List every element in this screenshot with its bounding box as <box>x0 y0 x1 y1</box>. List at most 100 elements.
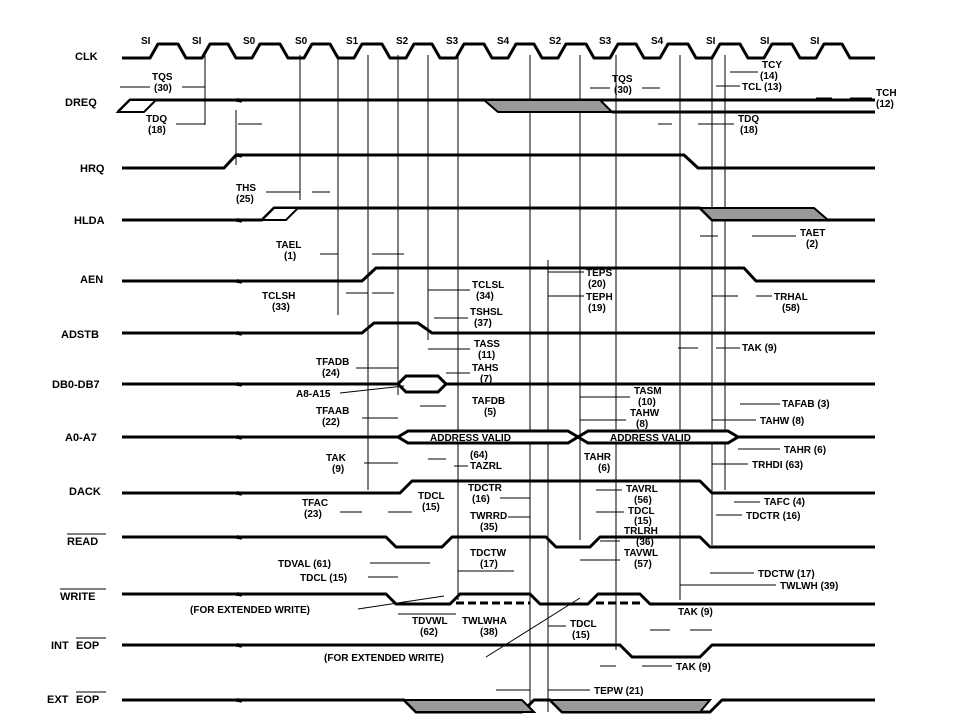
label-tqs2-n: (30) <box>614 85 632 96</box>
label-tepw: TEPW (21) <box>594 686 643 697</box>
label-tdval: TDVAL (61) <box>278 559 331 570</box>
state-label: S2 <box>549 36 562 47</box>
label-tavrl: TAVRL <box>626 484 658 495</box>
label-tshsl: TSHSL <box>470 307 503 318</box>
signal-label-dack: DACK <box>69 486 101 498</box>
dack-waveform <box>122 479 875 495</box>
label-tdq2: TDQ <box>738 114 759 125</box>
signal-label-ext-eop: EOP <box>76 694 99 706</box>
break-mark: ≈ <box>236 150 242 162</box>
break-mark: ≈ <box>236 695 242 707</box>
label-tdcl4: TDCL <box>570 619 597 630</box>
label-tass-n: (11) <box>478 350 495 361</box>
label-tdcl2: TDCL <box>628 506 655 517</box>
label-n64: (64) <box>470 450 488 461</box>
label-tdctr2: TDCTR (16) <box>746 511 800 522</box>
state-label: SI <box>810 36 820 47</box>
break-mark: ≈ <box>236 215 242 227</box>
label-tahs-n: (7) <box>480 374 492 385</box>
label-tfaab-n: (22) <box>322 417 340 428</box>
label-tcy: TCY <box>762 60 782 71</box>
label-tafc: TAFC (4) <box>764 497 805 508</box>
label-ext-write-2: (FOR EXTENDED WRITE) <box>324 653 444 664</box>
label-trlrh-n: (36) <box>636 537 654 548</box>
label-twrrd-n: (35) <box>480 522 498 533</box>
label-tahw2: TAHW (8) <box>760 416 804 427</box>
label-tclsl-n: (34) <box>476 291 494 302</box>
label-ths: THS <box>236 183 256 194</box>
state-labels: SI SI S0 S0 S1 S2 S3 S4 S2 S3 S4 SI SI S… <box>141 36 820 47</box>
state-label: S3 <box>599 36 612 47</box>
label-tfadb: TFADB <box>316 357 349 368</box>
signal-label-read: READ <box>67 536 98 548</box>
state-label: S0 <box>243 36 256 47</box>
label-tahr1: TAHR <box>584 452 612 463</box>
label-tclsh-n: (33) <box>272 302 290 313</box>
label-tafab: TAFAB (3) <box>782 399 830 410</box>
label-tdq1: TDQ <box>146 114 167 125</box>
state-label: S4 <box>651 36 664 47</box>
break-mark: ≈ <box>236 488 242 500</box>
label-tclsl: TCLSL <box>472 280 504 291</box>
label-tasm-n: (10) <box>638 397 656 408</box>
label-tafdb-n: (5) <box>484 407 496 418</box>
label-tak1: TAK (9) <box>742 343 777 354</box>
signal-label-adstb: ADSTB <box>61 329 99 341</box>
aen-waveform <box>122 266 875 283</box>
signal-names: CLK DREQ HRQ HLDA AEN ADSTB DB0-DB7 A0-A… <box>47 51 106 706</box>
label-trlrh: TRLRH <box>624 526 658 537</box>
label-tqs1-n: (30) <box>154 83 172 94</box>
label-tak2: TAK <box>326 453 347 464</box>
label-tavwl-n: (57) <box>634 559 652 570</box>
write-waveform <box>122 592 875 606</box>
label-a8a15: A8-A15 <box>296 389 331 400</box>
ext-eop-shaded-1 <box>401 699 537 713</box>
label-tdcl1: TDCL <box>418 491 445 502</box>
label-tahr2: TAHR (6) <box>784 445 826 456</box>
clk-waveform <box>122 42 875 60</box>
label-tdctr1: TDCTR <box>468 483 503 494</box>
label-taet-n: (2) <box>806 239 818 250</box>
hlda-transition <box>259 207 301 221</box>
state-label: SI <box>706 36 716 47</box>
signal-label-db: DB0-DB7 <box>52 379 100 391</box>
label-tass: TASS <box>474 339 500 350</box>
label-tdcl4-n: (15) <box>572 630 590 641</box>
label-tahw1-n: (8) <box>636 419 648 430</box>
label-tahs: TAHS <box>472 363 499 374</box>
label-twlwh: TWLWH (39) <box>780 581 838 592</box>
state-label: SI <box>192 36 202 47</box>
break-mark: ≈ <box>236 532 242 544</box>
label-tdcl3: TDCL (15) <box>300 573 347 584</box>
label-tfac-n: (23) <box>304 509 322 520</box>
label-tak4: TAK (9) <box>676 662 711 673</box>
hrq-waveform <box>122 153 875 170</box>
address-valid-label-1: ADDRESS VALID <box>430 433 511 444</box>
read-waveform <box>122 535 875 549</box>
label-trhdi: TRHDI (63) <box>752 460 803 471</box>
signal-label-dreq: DREQ <box>65 97 97 109</box>
timing-annotations: TQS (30) TDQ (18) TQS (30) TCY (14) TCL … <box>120 60 897 697</box>
label-tdctw1: TDCTW <box>470 548 507 559</box>
signal-label-clk: CLK <box>75 51 98 63</box>
state-label: S0 <box>295 36 308 47</box>
break-mark: ≈ <box>236 328 242 340</box>
label-tclsh: TCLSH <box>262 291 295 302</box>
ext-eop-shaded-2 <box>547 699 713 713</box>
label-tfadb-n: (24) <box>322 368 340 379</box>
dreq-transition <box>115 99 159 113</box>
signal-label-a0a7: A0-A7 <box>65 432 97 444</box>
label-trhal-n: (58) <box>782 303 800 314</box>
label-tazrl: TAZRL <box>470 461 502 472</box>
state-label: SI <box>760 36 770 47</box>
label-trhal: TRHAL <box>774 292 808 303</box>
label-tdvwl-n: (62) <box>420 627 438 638</box>
label-tdq2-n: (18) <box>740 125 758 136</box>
state-label: SI <box>141 36 151 47</box>
label-tqs2: TQS <box>612 74 633 85</box>
signal-label-int-eop-prefix: INT <box>51 640 69 652</box>
label-teps: TEPS <box>586 268 612 279</box>
label-ths-n: (25) <box>236 194 254 205</box>
label-tael-n: (1) <box>284 251 296 262</box>
